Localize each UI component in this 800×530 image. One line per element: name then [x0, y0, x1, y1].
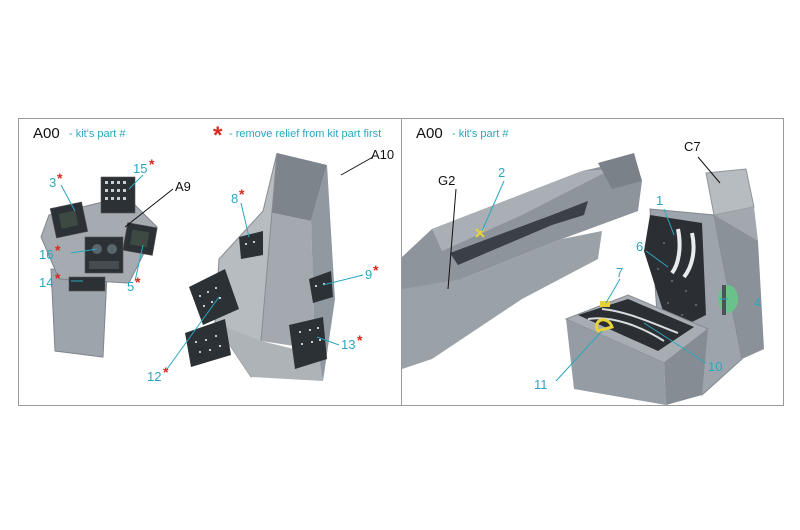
- panel-divider: [401, 119, 402, 405]
- label-5: 5: [127, 279, 134, 294]
- label-3-star: *: [57, 170, 63, 186]
- legend-code-right: A00: [416, 125, 443, 142]
- label-2: 2: [498, 165, 505, 180]
- legend-code-left: A00: [33, 125, 60, 142]
- label-14-star: *: [55, 270, 61, 286]
- part-leaders-right: [447, 156, 721, 290]
- legend-text-right: - kit's part #: [452, 128, 509, 140]
- right-panel: A00 - kit's part #: [402, 119, 783, 405]
- label-16-star: *: [55, 242, 61, 258]
- callout-leaders-right: [481, 180, 728, 382]
- label-16: 16: [39, 247, 53, 262]
- label-c7: C7: [684, 139, 701, 154]
- label-9: 9: [365, 267, 372, 282]
- label-13: 13: [341, 337, 355, 352]
- label-10: 10: [708, 359, 722, 374]
- legend-text-left: - kit's part #: [69, 128, 126, 140]
- label-g2: G2: [438, 173, 455, 188]
- part-leaders-left: [124, 156, 374, 228]
- label-12: 12: [147, 369, 161, 384]
- instruction-frame: A00 - kit's part # * - remove relief fro…: [18, 118, 784, 406]
- kit-part-c7: [564, 168, 764, 405]
- label-15: 15: [133, 161, 147, 176]
- callout-leaders-left: [60, 174, 364, 370]
- label-14: 14: [39, 275, 53, 290]
- label-3: 3: [49, 175, 56, 190]
- label-4: 4: [754, 295, 761, 310]
- label-11: 11: [534, 377, 548, 392]
- warning-text: - remove relief from kit part first: [229, 128, 382, 140]
- right-illustration: C7 G2 2 1 6 7 4 10 11: [402, 139, 764, 405]
- label-12-star: *: [163, 364, 169, 380]
- left-panel: A00 - kit's part # * - remove relief fro…: [19, 119, 401, 405]
- left-illustration: 3 * 15 * A9 16 * 14 * 5 * 8 * A10 9 * 12…: [39, 147, 394, 384]
- kit-part-a10: [185, 152, 335, 381]
- warning-star-icon: *: [213, 122, 223, 149]
- label-15-star: *: [149, 156, 155, 172]
- label-9-star: *: [373, 262, 379, 278]
- label-5-star: *: [135, 274, 141, 290]
- label-a9: A9: [175, 179, 191, 194]
- kit-part-a9: [40, 176, 158, 358]
- label-8-star: *: [239, 186, 245, 202]
- label-6: 6: [636, 239, 643, 254]
- label-a10: A10: [371, 147, 394, 162]
- label-13-star: *: [357, 332, 363, 348]
- label-1: 1: [656, 193, 663, 208]
- label-7: 7: [616, 265, 623, 280]
- label-8: 8: [231, 191, 238, 206]
